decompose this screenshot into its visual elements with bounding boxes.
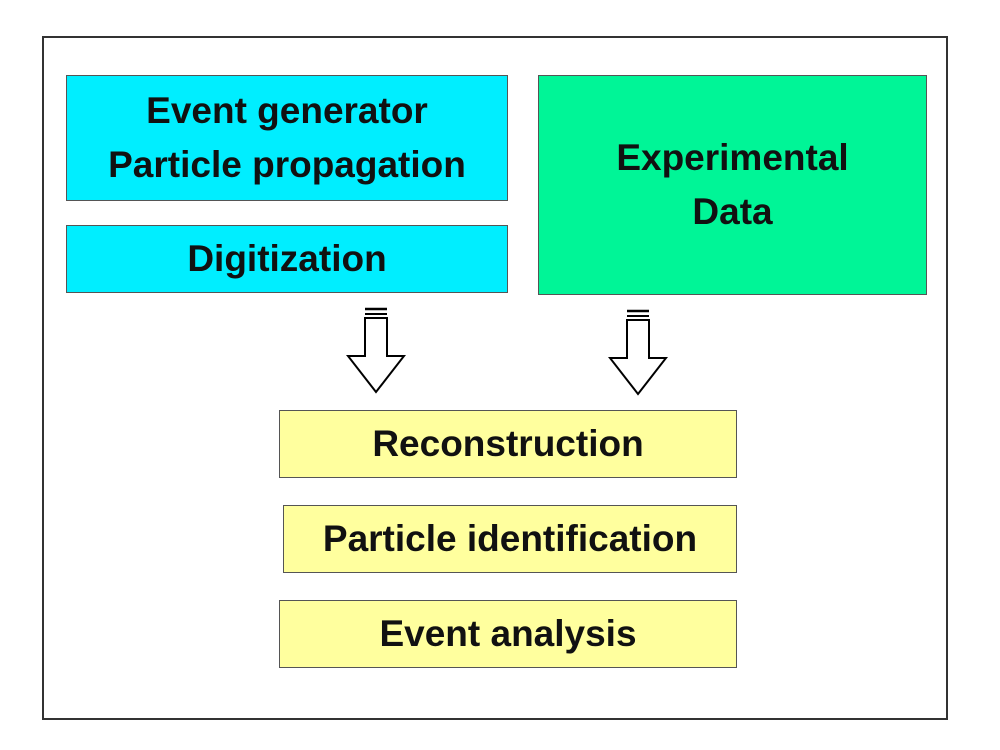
experimental-data-text: Experimental Data	[616, 131, 848, 238]
particle-propagation-label: Particle propagation	[108, 144, 466, 185]
reconstruction-label: Reconstruction	[372, 423, 644, 465]
event-generator-box: Event generator Particle propagation	[66, 75, 508, 201]
digitization-label: Digitization	[187, 238, 387, 280]
experimental-data-box: Experimental Data	[538, 75, 927, 295]
particle-identification-label: Particle identification	[322, 518, 698, 560]
hollow-down-arrow-icon	[346, 307, 406, 394]
particle-identification-box: Particle identification	[283, 505, 737, 573]
event-generator-label: Event generator	[146, 90, 428, 132]
reconstruction-box: Reconstruction	[279, 410, 737, 478]
data-label: Data	[692, 191, 773, 232]
hollow-down-arrow-icon	[608, 309, 668, 396]
digitization-box: Digitization	[66, 225, 508, 293]
event-analysis-label: Event analysis	[379, 613, 637, 655]
event-generator-text: Event generator Particle propagation	[108, 84, 466, 191]
experimental-label: Experimental	[616, 137, 849, 179]
event-analysis-box: Event analysis	[279, 600, 737, 668]
